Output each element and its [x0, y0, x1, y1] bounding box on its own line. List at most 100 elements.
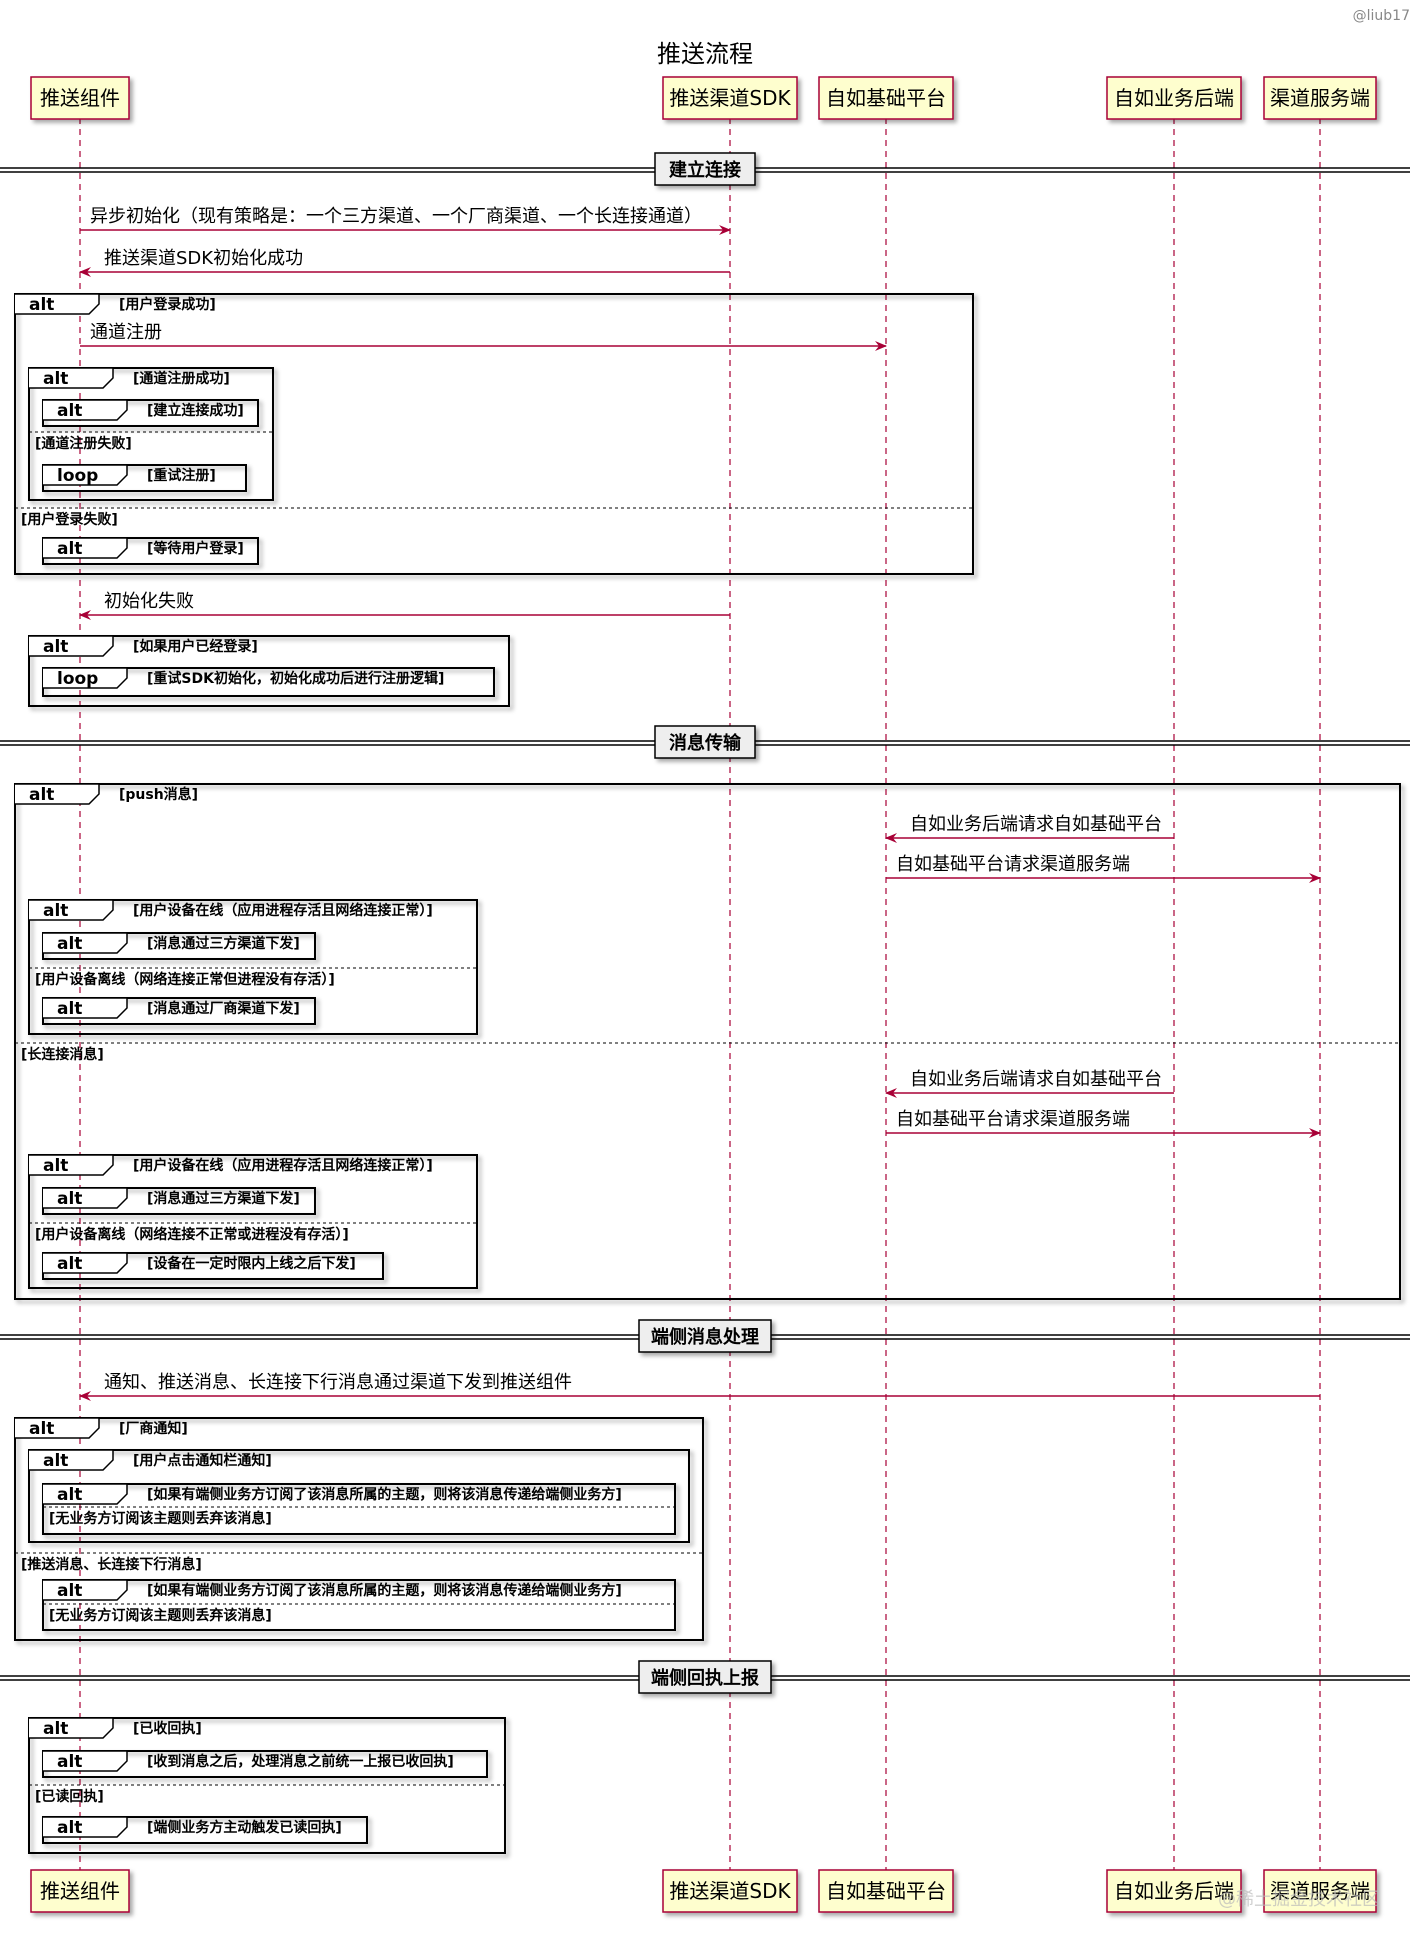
divider-0: 建立连接: [0, 152, 1410, 186]
watermark-bottom: @稀土掘金技术社区: [1218, 1889, 1380, 1910]
svg-text:[端侧业务方主动触发已读回执]: [端侧业务方主动触发已读回执]: [147, 1819, 342, 1836]
svg-text:异步初始化（现有策略是：一个三方渠道、一个厂商渠道、一个长连: 异步初始化（现有策略是：一个三方渠道、一个厂商渠道、一个长连接通道）: [90, 206, 702, 227]
svg-text:[消息通过三方渠道下发]: [消息通过三方渠道下发]: [147, 935, 300, 952]
svg-text:alt: alt: [57, 401, 82, 421]
participant-chan-bottom: 渠道服务端: [1263, 1869, 1377, 1913]
participant-base-top: 自如基础平台: [818, 76, 954, 120]
svg-text:loop: loop: [57, 669, 98, 689]
svg-text:[已读回执]: [已读回执]: [35, 1788, 104, 1805]
svg-text:推送渠道SDK: 推送渠道SDK: [669, 86, 791, 110]
participant-biz-top: 自如业务后端: [1106, 76, 1242, 120]
svg-text:[通道注册失败]: [通道注册失败]: [35, 435, 132, 452]
fragment-alt-4: alt[等待用户登录]: [42, 537, 259, 565]
svg-text:[如果有端侧业务方订阅了该消息所属的主题，则将该消息传递给端: [如果有端侧业务方订阅了该消息所属的主题，则将该消息传递给端侧业务方]: [147, 1486, 622, 1503]
svg-text:自如基础平台: 自如基础平台: [826, 1879, 946, 1903]
fragment-alt-7: alt [push消息] [长连接消息]: [14, 783, 1401, 1300]
svg-text:[重试SDK初始化，初始化成功后进行注册逻辑]: [重试SDK初始化，初始化成功后进行注册逻辑]: [147, 670, 444, 687]
fragment-alt-18: alt[已收回执][已读回执]: [28, 1717, 506, 1854]
svg-text:loop: loop: [57, 466, 98, 486]
svg-text:alt: alt: [43, 901, 68, 921]
svg-text:alt: alt: [57, 539, 82, 559]
message-4: 自如业务后端请求自如基础平台: [885, 814, 1174, 843]
fragment-alt-20: alt [端侧业务方主动触发已读回执]: [42, 1816, 368, 1844]
svg-text:[用户登录成功]: [用户登录成功]: [119, 296, 216, 313]
svg-text:[用户设备在线（应用进程存活且网络连接正常）]: [用户设备在线（应用进程存活且网络连接正常）]: [133, 902, 433, 919]
svg-text:alt: alt: [43, 1451, 68, 1471]
fragment-alt-19: alt [收到消息之后，处理消息之前统一上报已收回执]: [42, 1750, 488, 1778]
svg-text:alt: alt: [43, 369, 68, 389]
svg-text:消息传输: 消息传输: [669, 732, 742, 754]
svg-text:[push消息]: [push消息]: [119, 786, 198, 803]
fragment-loop-3: loop [重试注册]: [42, 464, 247, 492]
svg-text:自如基础平台请求渠道服务端: 自如基础平台请求渠道服务端: [896, 854, 1130, 875]
svg-text:[用户登录失败]: [用户登录失败]: [21, 511, 118, 528]
svg-text:alt: alt: [57, 1752, 82, 1772]
svg-text:[收到消息之后，处理消息之前统一上报已收回执]: [收到消息之后，处理消息之前统一上报已收回执]: [147, 1753, 454, 1770]
participant-comp-bottom: 推送组件: [30, 1869, 130, 1913]
message-1: 推送渠道SDK初始化成功: [79, 248, 730, 277]
fragment-alt-15: alt[用户点击通知栏通知]: [28, 1449, 690, 1543]
svg-text:[用户设备在线（应用进程存活且网络连接正常）]: [用户设备在线（应用进程存活且网络连接正常）]: [133, 1157, 433, 1174]
fragment-alt-13: alt [设备在一定时限内上线之后下发]: [42, 1252, 384, 1280]
svg-text:[如果有端侧业务方订阅了该消息所属的主题，则将该消息传递给端: [如果有端侧业务方订阅了该消息所属的主题，则将该消息传递给端侧业务方]: [147, 1582, 622, 1599]
participant-sdk-bottom: 推送渠道SDK: [662, 1869, 798, 1913]
fragment-alt-8: alt [用户设备在线（应用进程存活且网络连接正常）] [用户设备离线（网络连接正常…: [28, 899, 478, 1035]
svg-text:[用户设备离线（网络连接不正常或进程没有存活）]: [用户设备离线（网络连接不正常或进程没有存活）]: [35, 1226, 349, 1243]
participant-biz-bottom: 自如业务后端: [1106, 1869, 1242, 1913]
message-5: 自如基础平台请求渠道服务端: [886, 854, 1321, 883]
svg-text:alt: alt: [57, 1189, 82, 1209]
svg-text:推送组件: 推送组件: [40, 86, 120, 110]
svg-text:[无业务方订阅该主题则丢弃该消息]: [无业务方订阅该主题则丢弃该消息]: [49, 1510, 272, 1527]
fragment-alt-10: alt [消息通过厂商渠道下发]: [42, 997, 316, 1025]
svg-text:alt: alt: [43, 1156, 68, 1176]
svg-text:[重试注册]: [重试注册]: [147, 467, 216, 484]
fragment-alt-16: alt[如果有端侧业务方订阅了该消息所属的主题，则将该消息传递给端侧业务方][无…: [42, 1483, 676, 1535]
svg-text:alt: alt: [57, 1818, 82, 1838]
participant-comp-top: 推送组件: [30, 76, 130, 120]
divider-1: 消息传输: [0, 725, 1410, 759]
svg-text:推送渠道SDK: 推送渠道SDK: [669, 1879, 791, 1903]
svg-text:端侧消息处理: 端侧消息处理: [651, 1326, 759, 1348]
fragment-alt-14: alt [厂商通知] [推送消息、长连接下行消息]: [14, 1417, 704, 1641]
svg-text:alt: alt: [57, 1254, 82, 1274]
svg-text:alt: alt: [43, 1719, 68, 1739]
message-0: 异步初始化（现有策略是：一个三方渠道、一个厂商渠道、一个长连接通道）: [80, 206, 731, 235]
diagram-title: 推送流程: [657, 40, 753, 68]
svg-text:[建立连接成功]: [建立连接成功]: [147, 402, 244, 419]
fragment-alt-5: alt[如果用户已经登录]: [28, 635, 510, 707]
svg-text:渠道服务端: 渠道服务端: [1270, 86, 1370, 110]
svg-text:[消息通过三方渠道下发]: [消息通过三方渠道下发]: [147, 1190, 300, 1207]
svg-text:渠道服务端: 渠道服务端: [1270, 1879, 1370, 1903]
divider-2: 端侧消息处理: [0, 1319, 1410, 1353]
svg-text:alt: alt: [29, 295, 54, 315]
svg-text:通知、推送消息、长连接下行消息通过渠道下发到推送组件: 通知、推送消息、长连接下行消息通过渠道下发到推送组件: [104, 1372, 572, 1393]
participant-chan-top: 渠道服务端: [1263, 76, 1377, 120]
svg-text:alt: alt: [29, 785, 54, 805]
svg-text:通道注册: 通道注册: [90, 322, 162, 343]
svg-text:自如业务后端请求自如基础平台: 自如业务后端请求自如基础平台: [910, 1069, 1162, 1090]
svg-text:[长连接消息]: [长连接消息]: [21, 1046, 104, 1063]
svg-text:[推送消息、长连接下行消息]: [推送消息、长连接下行消息]: [21, 1556, 202, 1573]
message-3: 初始化失败: [79, 591, 730, 620]
message-8: 通知、推送消息、长连接下行消息通过渠道下发到推送组件: [79, 1372, 1320, 1401]
svg-text:[厂商通知]: [厂商通知]: [119, 1420, 188, 1437]
fragment-alt-2: alt [建立连接成功]: [42, 399, 259, 427]
fragment-alt-12: alt [消息通过三方渠道下发]: [42, 1187, 316, 1215]
svg-text:自如基础平台: 自如基础平台: [826, 86, 946, 110]
message-6: 自如业务后端请求自如基础平台: [885, 1069, 1174, 1098]
svg-text:alt: alt: [57, 934, 82, 954]
svg-text:推送组件: 推送组件: [40, 1879, 120, 1903]
svg-text:建立连接: 建立连接: [669, 159, 741, 181]
svg-text:[用户设备离线（网络连接正常但进程没有存活）]: [用户设备离线（网络连接正常但进程没有存活）]: [35, 971, 335, 988]
svg-text:推送渠道SDK初始化成功: 推送渠道SDK初始化成功: [104, 248, 303, 269]
svg-text:alt: alt: [29, 1419, 54, 1439]
fragment-alt-0: alt [用户登录成功] [用户登录失败]: [14, 293, 974, 575]
svg-text:自如业务后端请求自如基础平台: 自如业务后端请求自如基础平台: [910, 814, 1162, 835]
svg-text:[消息通过厂商渠道下发]: [消息通过厂商渠道下发]: [147, 1000, 300, 1017]
svg-text:alt: alt: [57, 999, 82, 1019]
svg-text:[无业务方订阅该主题则丢弃该消息]: [无业务方订阅该主题则丢弃该消息]: [49, 1607, 272, 1624]
svg-text:[设备在一定时限内上线之后下发]: [设备在一定时限内上线之后下发]: [147, 1255, 356, 1272]
svg-text:[通道注册成功]: [通道注册成功]: [133, 370, 230, 387]
message-2: 通道注册: [80, 322, 887, 351]
